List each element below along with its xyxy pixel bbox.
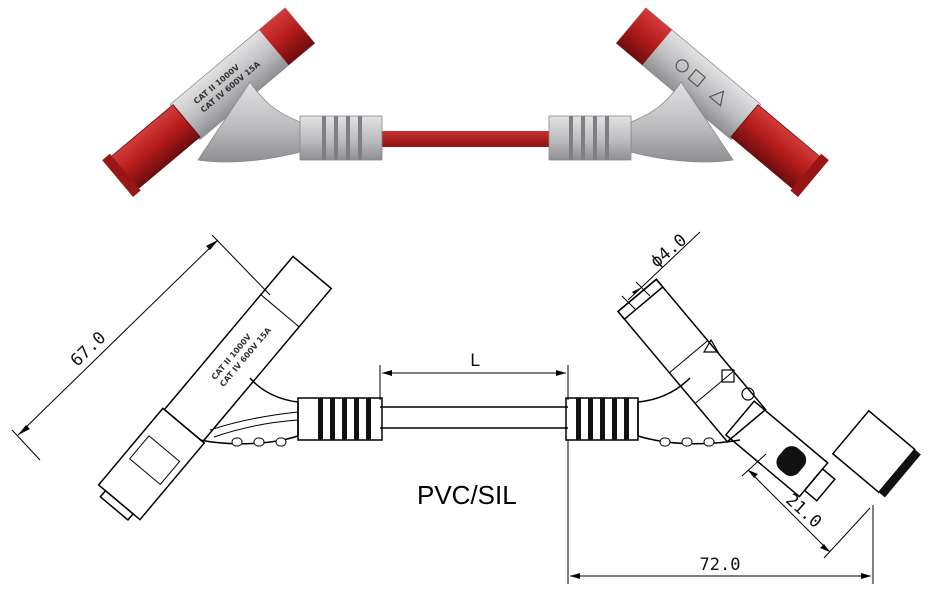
dimension-overall-length: 72.0 bbox=[567, 440, 874, 584]
material-label: PVC/SIL bbox=[417, 480, 517, 510]
dimension-length: L bbox=[379, 351, 569, 400]
drawing-left-connector: CAT II 1000V CAT IV 600V 15A bbox=[97, 255, 383, 522]
pin-diameter-label: ϕ4.0 bbox=[647, 230, 691, 272]
tip-length-label: 21.0 bbox=[781, 490, 825, 532]
technical-drawing: CAT II 1000V CAT IV 600V 15A bbox=[11, 230, 921, 584]
cable-red bbox=[376, 131, 572, 147]
body-length-label: 67.0 bbox=[67, 328, 110, 371]
length-label: L bbox=[470, 351, 480, 371]
dimension-body-length: 67.0 bbox=[11, 234, 271, 461]
rendered-left-connector: CAT II 1000V CAT IV 600V 15A bbox=[102, 7, 383, 197]
rendered-right-connector bbox=[548, 7, 829, 197]
overall-length-label: 72.0 bbox=[700, 555, 741, 575]
drawing-right-connector bbox=[565, 278, 921, 502]
rendered-cable: CAT II 1000V CAT IV 600V 15A bbox=[102, 7, 829, 197]
